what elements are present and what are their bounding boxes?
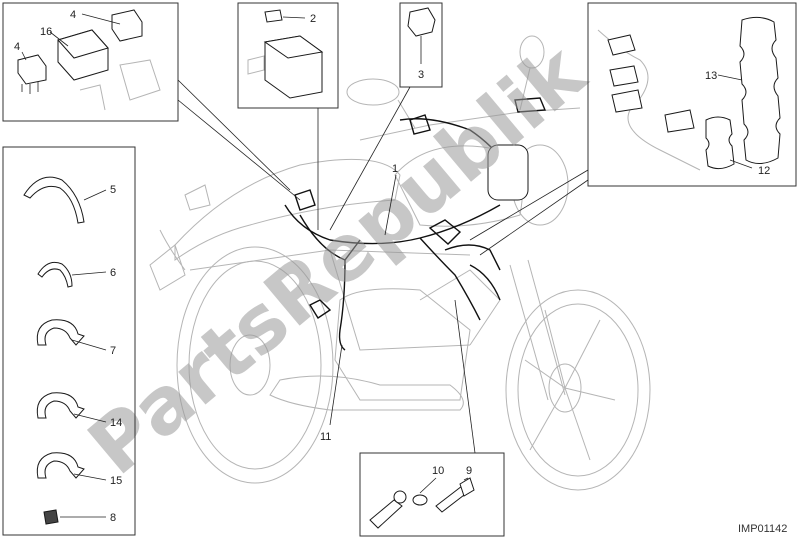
inset-clip: 3: [329, 2, 443, 231]
callout-16: 16: [40, 26, 52, 38]
callout-1: 1: [392, 163, 398, 175]
callout-12: 12: [758, 165, 770, 177]
reference-code: IMP01142: [738, 523, 787, 535]
inset-connector-holders: 13 12: [469, 2, 797, 256]
callout-4-top: 4: [70, 9, 76, 21]
callout-3: 3: [418, 69, 424, 81]
callout-15: 15: [110, 475, 122, 487]
callout-9: 9: [466, 465, 472, 477]
callout-6: 6: [110, 267, 116, 279]
callout-11: 11: [320, 431, 331, 443]
callout-7: 7: [110, 345, 116, 357]
callout-13: 13: [705, 70, 717, 82]
inset-cable-ties: 5 6 7 14 15 8: [2, 146, 136, 536]
inset-fuse-box: 2: [237, 2, 339, 230]
callout-5: 5: [110, 184, 116, 196]
callout-4-left: 4: [14, 41, 20, 53]
callout-8: 8: [110, 512, 116, 524]
main-wiring-harness: [284, 97, 547, 351]
callout-10: 10: [432, 465, 444, 477]
inset-relays: 4 16 4: [2, 2, 301, 201]
callout-14: 14: [110, 417, 122, 429]
callout-2: 2: [310, 13, 316, 25]
inset-ground-bolt: 10 9: [359, 299, 505, 537]
